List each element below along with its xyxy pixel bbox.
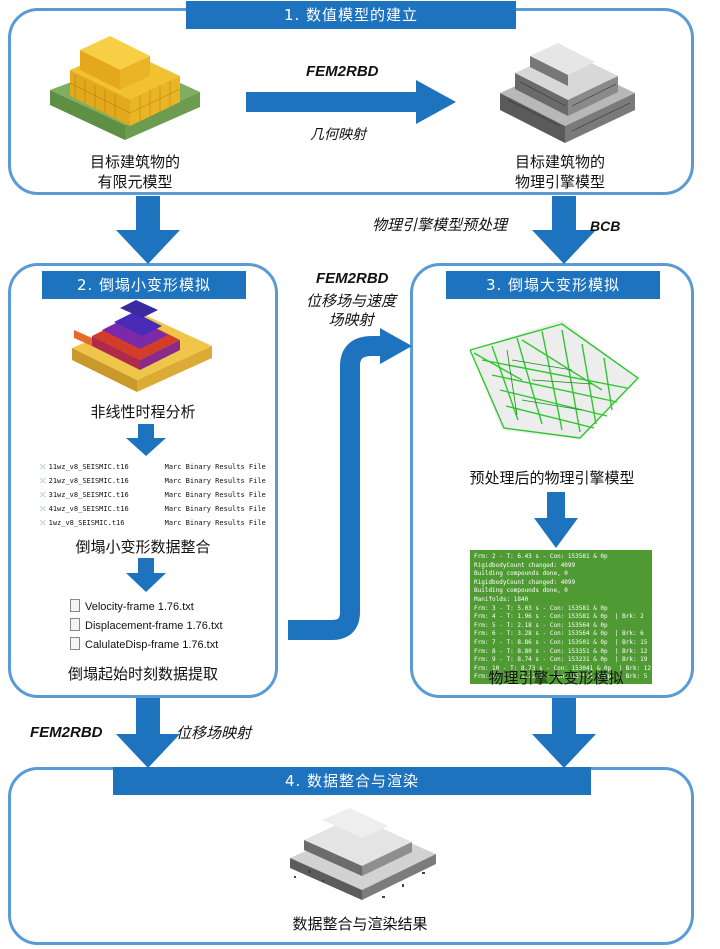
rendering-result-caption: 数据整合与渲染结果 <box>292 915 428 933</box>
fe-model-image <box>50 36 200 140</box>
displacement-mapping-label: 位移场映射 <box>176 724 252 742</box>
nonlinear-analysis-caption: 非线性时程分析 <box>90 403 196 421</box>
field-mapping-label-line2: 场映射 <box>328 311 374 329</box>
stage2-title: 2. 倒塌小变形模拟 <box>42 271 246 299</box>
console-line: Frm: 7 - T: 8.86 s - Con: 153501 & 0p | … <box>474 638 648 646</box>
result-file-type: Marc Binary Results File <box>164 491 266 499</box>
preprocessing-label: 物理引擎模型预处理 <box>372 216 508 234</box>
result-file-type: Marc Binary Results File <box>164 505 266 513</box>
pe-model-caption-line2: 物理引擎模型 <box>514 173 605 191</box>
result-file-row[interactable]: ⤫1wz_v8_SEISMIC.t16 Marc Binary Results F… <box>40 516 270 530</box>
stage3-title: 3. 倒塌大变形模拟 <box>446 271 660 299</box>
txt-file-name: Displacement-frame 1.76.txt <box>85 620 223 632</box>
console-line: Frm: 8 - T: 8.80 s - Con: 153351 & 0p | … <box>474 647 648 655</box>
fem2rbd-field-label: FEM2RBD <box>316 270 389 287</box>
result-file-name: 11wz_v8_SEISMIC.t16 <box>48 463 129 471</box>
result-file-row[interactable]: ⤫11wz_v8_SEISMIC.t16 Marc Binary Results … <box>40 460 270 474</box>
console-line: Frm: 3 - T: 5.03 s - Con: 153581 & 0p <box>474 604 608 612</box>
result-file-type: Marc Binary Results File <box>164 519 266 527</box>
pe-model-caption-line1: 目标建筑物的 <box>514 153 605 171</box>
geometry-mapping-arrow <box>246 80 456 124</box>
arrow-stage1-to-stage2 <box>116 196 180 264</box>
extraction-caption: 倒塌起始时刻数据提取 <box>67 665 218 683</box>
result-file-icon: ⤫ <box>40 491 46 499</box>
result-file-row[interactable]: ⤫31wz_v8_SEISMIC.t16 Marc Binary Results … <box>40 488 270 502</box>
console-line: Building compounds done, 0 <box>474 570 568 578</box>
result-file-name: 31wz_v8_SEISMIC.t16 <box>48 491 129 499</box>
result-file-icon: ⤫ <box>40 477 46 485</box>
text-file-icon <box>70 599 80 612</box>
text-file-icon <box>70 637 80 650</box>
console-line: Frm: 4 - T: 1.96 s - Con: 153581 & 0p | … <box>474 613 644 621</box>
result-file-row[interactable]: ⤫41wz_v8_SEISMIC.t16 Marc Binary Results … <box>40 502 270 516</box>
result-file-type: Marc Binary Results File <box>164 463 266 471</box>
console-line: Frm: 11 - T: 8.72 s - Con: 152921 & 0p |… <box>474 673 648 681</box>
fe-model-caption: 目标建筑物的 有限元模型 <box>60 152 210 192</box>
large-deformation-caption: 物理引擎大变形模拟 <box>488 669 624 687</box>
simulation-console: Frm: 2 - T: 6.43 s - Con: 153581 & 0p Ri… <box>470 550 652 684</box>
preprocessed-model-image <box>469 320 640 440</box>
data-integration-caption: 倒塌小变形数据整合 <box>75 538 211 556</box>
field-mapping-label: 位移场与速度 场映射 <box>300 292 402 330</box>
arrow-stage2-to-stage4 <box>116 698 180 768</box>
console-line: RigidbodyCount changed: 4099 <box>474 561 576 569</box>
console-line: Frm: 10 - T: 8.73 s - Con: 153041 & 0p |… <box>474 664 652 672</box>
fem2rbd-geometry-label: FEM2RBD <box>306 63 379 80</box>
arrow-analysis-to-files <box>126 424 166 456</box>
result-file-name: 41wz_v8_SEISMIC.t16 <box>48 505 129 513</box>
console-line: Manifolds: 1840 <box>474 595 529 603</box>
console-line: Frm: 5 - T: 2.18 s - Con: 153564 & 0p <box>474 621 608 629</box>
result-file-icon: ⤫ <box>40 505 46 513</box>
console-line: RigidbodyCount changed: 4099 <box>474 578 576 586</box>
pe-model-image <box>500 43 635 143</box>
nonlinear-result-image <box>72 300 212 392</box>
result-file-name: 21wz_v8_SEISMIC.t16 <box>48 477 129 485</box>
arrow-files-to-txt <box>126 558 166 592</box>
console-line: Frm: 6 - T: 3.28 s - Con: 153564 & 0p | … <box>474 630 644 638</box>
console-line: Frm: 2 - T: 6.43 s - Con: 153581 & 0p <box>474 553 608 560</box>
bcb-label: BCB <box>590 218 621 234</box>
stage4-title: 4. 数据整合与渲染 <box>113 767 591 795</box>
geometry-mapping-label: 几何映射 <box>310 127 366 143</box>
console-line: Frm: 9 - T: 8.74 s - Con: 153231 & 0p | … <box>474 656 648 664</box>
result-file-type: Marc Binary Results File <box>164 477 266 485</box>
txt-file-row[interactable]: Displacement-frame 1.76.txt <box>70 617 223 636</box>
console-line: Building compounds done, 0 <box>474 587 568 595</box>
field-mapping-label-line1: 位移场与速度 <box>305 292 396 310</box>
arrow-stage2-to-stage3 <box>288 328 412 640</box>
txt-file-name: CalulateDisp-frame 1.76.txt <box>85 639 219 651</box>
result-file-row[interactable]: ⤫21wz_v8_SEISMIC.t16 Marc Binary Results … <box>40 474 270 488</box>
fe-model-caption-line1: 目标建筑物的 <box>89 153 180 171</box>
stage1-title: 1. 数值模型的建立 <box>186 1 516 29</box>
arrow-stage3-to-stage4 <box>532 698 596 768</box>
result-file-icon: ⤫ <box>40 463 46 471</box>
result-file-name: 1wz_v8_SEISMIC.t16 <box>48 519 125 527</box>
pe-model-caption: 目标建筑物的 物理引擎模型 <box>480 152 640 192</box>
fe-model-caption-line2: 有限元模型 <box>97 173 173 191</box>
result-file-icon: ⤫ <box>40 519 46 527</box>
preprocessed-model-caption: 预处理后的物理引擎模型 <box>469 469 635 487</box>
fem2rbd-displacement-label: FEM2RBD <box>30 724 103 741</box>
txt-file-list: Velocity-frame 1.76.txt Displacement-fra… <box>70 598 223 655</box>
txt-file-row[interactable]: CalulateDisp-frame 1.76.txt <box>70 636 223 655</box>
txt-file-name: Velocity-frame 1.76.txt <box>85 601 194 613</box>
txt-file-row[interactable]: Velocity-frame 1.76.txt <box>70 598 223 617</box>
text-file-icon <box>70 618 80 631</box>
arrow-preprocessed-to-simulation <box>534 492 578 548</box>
arrow-stage1-to-stage3 <box>532 196 596 264</box>
rendered-result-image <box>290 808 436 900</box>
